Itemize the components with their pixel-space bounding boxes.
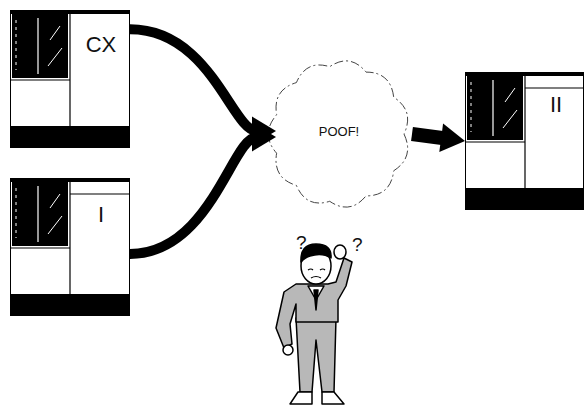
puzzled-man	[276, 244, 352, 404]
arrow-shaft	[130, 29, 257, 131]
cloud-shape: POOF!	[266, 58, 412, 210]
question-mark: ?	[352, 234, 363, 256]
computer-cabinet: I	[10, 178, 130, 316]
merge-arrow	[130, 123, 276, 254]
arrow-shaft	[130, 137, 257, 254]
cabinet-detail	[465, 72, 584, 210]
arrow-head	[439, 124, 465, 153]
cloud-text: POOF!	[266, 124, 412, 139]
cabinet-detail	[10, 178, 130, 316]
cabinet-label: I	[73, 203, 129, 227]
computer-cabinet: CX	[10, 10, 130, 148]
cabinet-label: CX	[73, 33, 129, 57]
arrow-shaft	[412, 134, 446, 138]
cabinet-label: II	[528, 93, 584, 117]
computer-cabinet: II	[465, 72, 584, 210]
cabinet-detail	[10, 10, 130, 148]
merge-arrow	[412, 124, 465, 153]
question-mark: ?	[296, 232, 307, 254]
